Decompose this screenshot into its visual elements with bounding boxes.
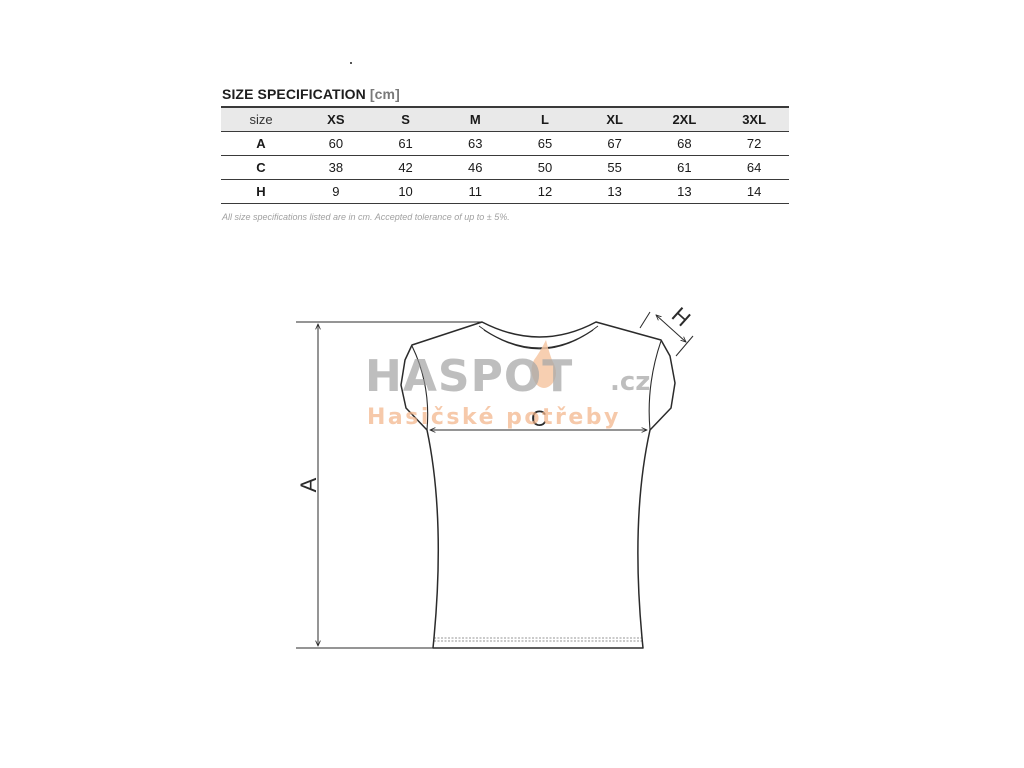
measure-h-guide-1	[639, 311, 651, 329]
table-cell: 65	[510, 131, 580, 156]
table-cell: 10	[370, 179, 441, 204]
table-cell: 13	[649, 179, 720, 204]
tshirt-body	[400, 321, 676, 649]
table-cell: 9	[301, 179, 371, 204]
table-cell: 42	[370, 155, 441, 180]
spec-title-text: SIZE SPECIFICATION	[222, 86, 366, 102]
table-row: C 38 42 46 50 55 61 64	[221, 155, 789, 180]
watermark-domain: .cz	[610, 367, 650, 397]
header-cell: M	[440, 107, 511, 132]
haspot-watermark: HASPOT .cz Hasičské potřeby	[365, 340, 650, 430]
tolerance-note: All size specifications listed are in cm…	[222, 212, 510, 222]
table-cell: 12	[510, 179, 580, 204]
label-h: H	[667, 302, 696, 331]
row-label: C	[221, 155, 301, 180]
size-specification: SIZE SPECIFICATION [cm] size XS S M L XL…	[221, 86, 789, 222]
measure-h-guide-2	[675, 335, 694, 357]
table-row: A 60 61 63 65 67 68 72	[221, 131, 789, 156]
table-cell: 38	[301, 155, 371, 180]
neckline-rib	[478, 325, 599, 350]
table-cell: 50	[510, 155, 580, 180]
header-cell: 3XL	[719, 107, 789, 132]
table-cell: 68	[649, 131, 720, 156]
table-cell: 11	[440, 179, 511, 204]
table-cell: 61	[370, 131, 441, 156]
table-cell: 14	[719, 179, 789, 204]
table-cell: 67	[579, 131, 650, 156]
size-table-header-row: size XS S M L XL 2XL 3XL	[221, 107, 789, 132]
spec-title: SIZE SPECIFICATION [cm]	[222, 86, 789, 102]
stray-dot	[350, 62, 352, 64]
measure-a	[296, 321, 482, 649]
flame-icon	[531, 340, 556, 388]
table-cell: 64	[719, 155, 789, 180]
watermark-brand: HASPOT	[365, 351, 573, 402]
header-cell: S	[370, 107, 441, 132]
header-cell: 2XL	[649, 107, 720, 132]
size-table: size XS S M L XL 2XL 3XL A 60 61 63 65 6…	[221, 106, 789, 204]
header-cell: L	[510, 107, 580, 132]
tshirt-outline	[400, 321, 676, 649]
measure-h-arrow	[656, 315, 686, 342]
row-label: H	[221, 179, 301, 204]
table-cell: 13	[579, 179, 650, 204]
sleeve-seam-right	[648, 340, 662, 431]
table-cell: 72	[719, 131, 789, 156]
header-cell: size	[221, 107, 301, 132]
row-label: A	[221, 131, 301, 156]
header-cell: XL	[579, 107, 650, 132]
header-cell: XS	[301, 107, 371, 132]
measure-h	[639, 311, 694, 357]
sleeve-seam-left	[411, 345, 429, 431]
table-row: H 9 10 11 12 13 13 14	[221, 179, 789, 204]
table-cell: 61	[649, 155, 720, 180]
label-a: A	[296, 477, 321, 492]
table-cell: 55	[579, 155, 650, 180]
table-cell: 46	[440, 155, 511, 180]
watermark-tagline: Hasičské potřeby	[367, 405, 621, 430]
table-cell: 63	[440, 131, 511, 156]
table-cell: 60	[301, 131, 371, 156]
label-c: C	[531, 406, 547, 431]
spec-title-unit: [cm]	[369, 86, 400, 102]
